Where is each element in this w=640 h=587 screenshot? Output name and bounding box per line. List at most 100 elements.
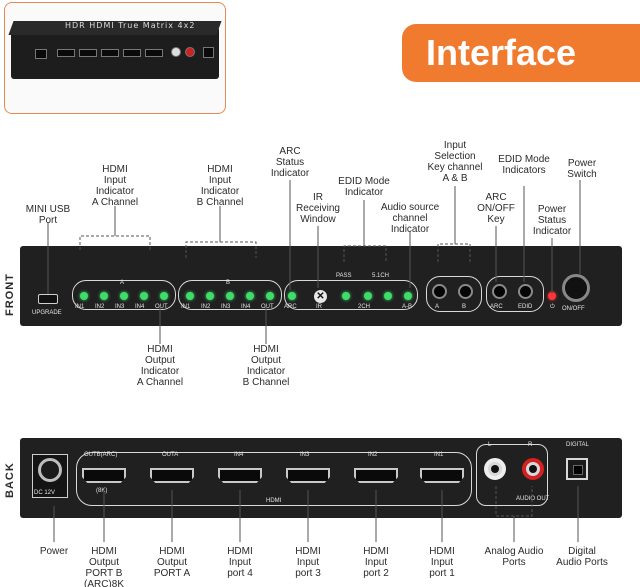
audio-out-label: AUDIO OUT (516, 496, 550, 502)
r-label: R (528, 442, 533, 448)
thumb-optical-port (203, 47, 214, 58)
ch2-label: 2CH (358, 304, 371, 310)
mode-group (284, 280, 418, 310)
arc-label: ARC (284, 304, 297, 310)
input-group-a (72, 280, 176, 310)
mini-usb-port[interactable] (38, 294, 58, 304)
dc-label: DC 12V (34, 490, 56, 496)
group-b-label: B (226, 280, 231, 286)
caption-power: Power (39, 546, 69, 557)
ch51-label: 5.1CH (372, 273, 390, 279)
led-ab (404, 292, 412, 300)
thumb-hdmi-port (57, 49, 75, 57)
b-in3-label: IN3 (221, 304, 231, 310)
led-a-in2 (100, 292, 108, 300)
a-in4-label: IN4 (135, 304, 145, 310)
thumb-dc-port (35, 49, 47, 59)
interface-banner: Interface (402, 24, 640, 82)
group-a-label: A (120, 280, 125, 286)
back-side-label: BACK (4, 462, 16, 498)
led-b-in4 (246, 292, 254, 300)
eightk-label: (8K) (96, 488, 108, 494)
a-in1-label: IN1 (75, 304, 85, 310)
btn-arc-label: ARC (490, 304, 503, 310)
thumb-rca-port (185, 47, 195, 57)
in4-label: IN4 (234, 452, 244, 458)
pass-label: PASS (336, 273, 352, 279)
arc-toggle-button[interactable] (492, 284, 507, 299)
hdmi-in2-port[interactable] (354, 468, 398, 483)
in3-label: IN3 (300, 452, 310, 458)
input-select-a-button[interactable] (432, 284, 447, 299)
optical-audio-port[interactable] (566, 458, 588, 480)
arc-edid-button-group (486, 276, 544, 312)
b-in4-label: IN4 (241, 304, 251, 310)
btn-b-label: B (462, 304, 467, 310)
led-b-out (266, 292, 274, 300)
thumb-rca-port (171, 47, 181, 57)
digital-label: DIGITAL (566, 442, 589, 448)
led-pass (342, 292, 350, 300)
led-b-in2 (206, 292, 214, 300)
b-in2-label: IN2 (201, 304, 211, 310)
dc-power-jack[interactable] (38, 458, 62, 482)
hdmi-in3-port[interactable] (286, 468, 330, 483)
led-2ch (384, 292, 392, 300)
led-b-in1 (186, 292, 194, 300)
upgrade-label: UPGRADE (32, 310, 62, 316)
hdmi-in1-port[interactable] (420, 468, 464, 483)
led-a-in1 (80, 292, 88, 300)
thumb-hdmi-port (123, 49, 141, 57)
edid-mode-button[interactable] (518, 284, 533, 299)
thumb-hdmi-port (79, 49, 97, 57)
a-in3-label: IN3 (115, 304, 125, 310)
ab-label: A-B (402, 304, 413, 310)
hdmi-port-group (76, 452, 472, 506)
front-side-label: FRONT (4, 273, 16, 316)
hdmi-out-b-port[interactable] (82, 468, 126, 483)
on-off-label: ON/OFF (562, 306, 585, 312)
out-b-label: OUTB(ARC) (84, 452, 118, 458)
input-select-b-button[interactable] (458, 284, 473, 299)
hdmi-in4-port[interactable] (218, 468, 262, 483)
ab-button-group (426, 276, 482, 312)
rca-right-port[interactable] (522, 458, 544, 480)
b-out-label: OUT (261, 304, 274, 310)
led-arc (288, 292, 296, 300)
led-a-out (160, 292, 168, 300)
thumbnail-device-title: HDR HDMI True Matrix 4x2 (65, 21, 196, 30)
a-out-label: OUT (155, 304, 168, 310)
btn-edid-label: EDID (518, 304, 533, 310)
led-51ch (364, 292, 372, 300)
led-b-in3 (226, 292, 234, 300)
rca-left-port[interactable] (484, 458, 506, 480)
led-a-in4 (140, 292, 148, 300)
device-thumbnail: HDR HDMI True Matrix 4x2 (4, 2, 226, 114)
a-in2-label: IN2 (95, 304, 105, 310)
hdmi-out-a-port[interactable] (150, 468, 194, 483)
b-in1-label: IN1 (181, 304, 191, 310)
thumb-hdmi-port (145, 49, 163, 57)
input-group-b (178, 280, 282, 310)
led-a-in3 (120, 292, 128, 300)
power-status-led (548, 292, 556, 300)
ir-label: IR (316, 304, 322, 310)
ir-window: ✕ (314, 290, 327, 303)
power-switch[interactable] (562, 274, 590, 302)
